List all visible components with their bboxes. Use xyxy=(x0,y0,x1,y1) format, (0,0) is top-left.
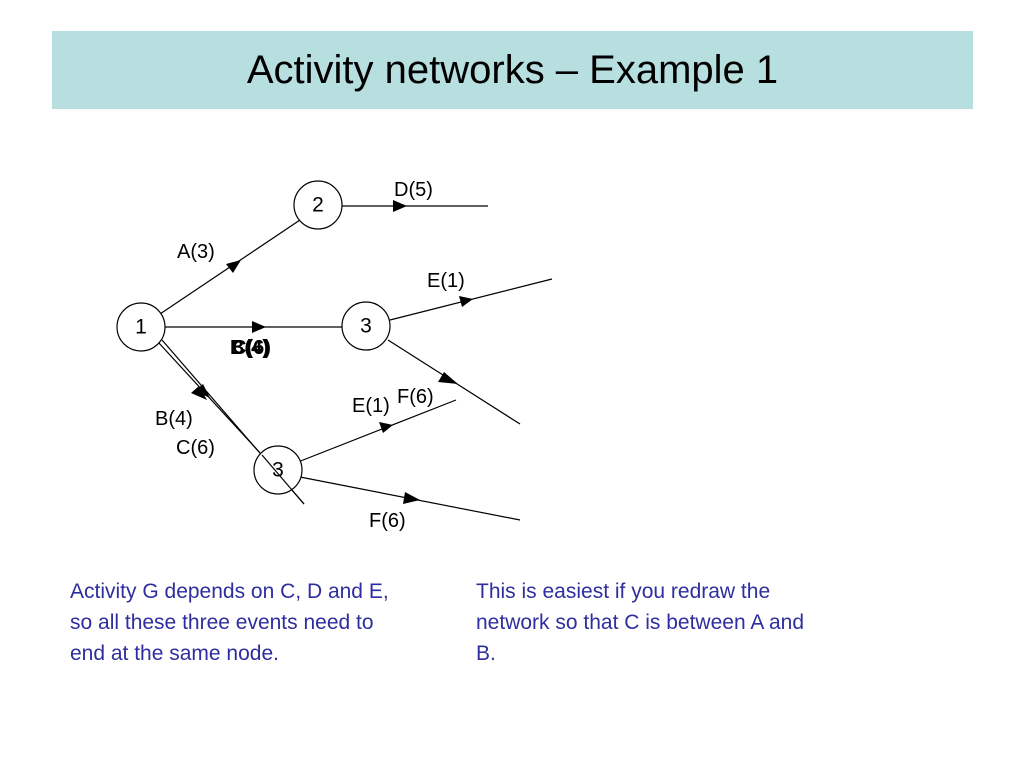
arrowhead-e-top xyxy=(459,296,473,307)
node-3-bottom xyxy=(253,445,303,495)
edge-e-bottom xyxy=(297,399,457,463)
title-bar: Activity networks – Example 1 xyxy=(52,31,973,109)
arrowhead-f-top xyxy=(438,372,458,384)
node-1-label: 1 xyxy=(135,316,147,339)
arrowhead-a xyxy=(226,260,241,273)
edge-label-c-top: C(6) xyxy=(232,337,271,359)
edge-label-e-top: E(1) xyxy=(427,270,465,292)
arrowhead-b-diagonal xyxy=(195,384,210,398)
edge-label-c-side: C(6) xyxy=(176,437,215,459)
node-3-bottom-label: 3 xyxy=(272,459,284,482)
edge-label-f-top: F(6) xyxy=(397,386,434,408)
edge-label-e-bottom: E(1) xyxy=(352,395,390,417)
node-2 xyxy=(293,180,343,230)
node-3-top-label: 3 xyxy=(360,315,372,338)
arrowhead-f-bottom xyxy=(403,492,420,504)
edge-label-a: A(3) xyxy=(177,241,215,263)
note-right: This is easiest if you redraw the networ… xyxy=(476,580,805,665)
arrowhead-b-top xyxy=(252,321,266,333)
edge-label-d: D(5) xyxy=(394,179,433,201)
edge-label-b-side: B(4) xyxy=(155,408,193,430)
note-left: Activity G depends on C, D and E, so all… xyxy=(70,580,389,665)
arrowhead-c-diagonal xyxy=(191,386,207,400)
node-2-label: 2 xyxy=(312,194,324,217)
edge-label-f-bottom: F(6) xyxy=(369,510,406,532)
arrowhead-e-bottom xyxy=(379,422,393,433)
arrowhead-d xyxy=(393,200,407,212)
node-3-top xyxy=(341,301,391,351)
edge-label-b-top: B(4) xyxy=(230,337,269,359)
edge-c-diagonal-overlay xyxy=(261,454,305,505)
slide-title: Activity networks – Example 1 xyxy=(246,47,779,92)
node-1 xyxy=(116,302,166,352)
